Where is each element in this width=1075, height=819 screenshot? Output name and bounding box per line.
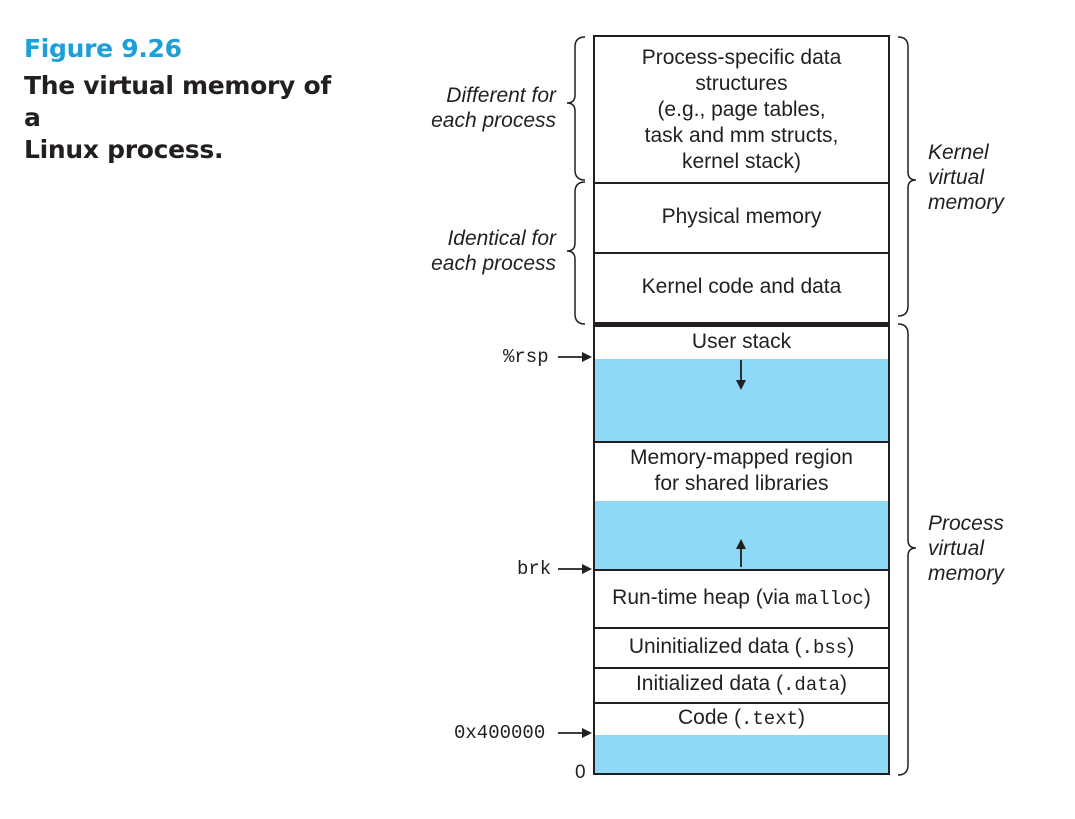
segment-data: Initialized data (.data) bbox=[595, 667, 888, 704]
right-brace-process bbox=[897, 323, 917, 776]
label-identical-for-each-process: Identical for each process bbox=[431, 227, 556, 275]
heap-label-text: Run-time heap (via bbox=[612, 585, 796, 609]
address-zero-label: 0 bbox=[575, 762, 586, 783]
brk-arrowhead bbox=[582, 564, 592, 574]
heap-label-code: malloc bbox=[795, 587, 864, 610]
segment-kernel-code: Kernel code and data bbox=[595, 252, 888, 327]
right-brace-kernel bbox=[897, 36, 917, 317]
segment-data-label: Initialized data (.data) bbox=[636, 671, 847, 698]
bss-label-close: ) bbox=[847, 634, 855, 658]
segment-user-stack-label: User stack bbox=[691, 330, 792, 353]
rsp-arrowhead bbox=[582, 352, 592, 362]
bss-label-code: .bss bbox=[801, 636, 848, 659]
segment-bss: Uninitialized data (.bss) bbox=[595, 627, 888, 669]
label-different-for-each-process: Different for each process bbox=[431, 84, 556, 132]
segment-physical-memory: Physical memory bbox=[595, 182, 888, 254]
segment-physical-memory-label: Physical memory bbox=[661, 205, 822, 228]
segment-process-specific-label: Process-specific data structures (e.g., … bbox=[641, 45, 842, 173]
text-start-arrowhead bbox=[582, 728, 592, 738]
segment-process-specific: Process-specific data structures (e.g., … bbox=[595, 37, 888, 184]
figure-caption: The virtual memory of a Linux process. bbox=[24, 71, 331, 164]
code-label-close: ) bbox=[798, 706, 806, 729]
heap-growth-arrowhead bbox=[736, 539, 746, 549]
data-label-code: .data bbox=[783, 674, 841, 696]
data-label-close: ) bbox=[840, 672, 848, 695]
segment-mmap-region-label: Memory-mapped region for shared librarie… bbox=[630, 446, 853, 495]
label-kernel-virtual-memory: Kernel virtual memory bbox=[928, 141, 1004, 214]
memory-layout-stack: Process-specific data structures (e.g., … bbox=[593, 35, 890, 775]
left-brace-identical bbox=[566, 181, 586, 325]
pointer-label-brk: brk bbox=[517, 558, 552, 580]
unused-region-low bbox=[595, 735, 888, 773]
heap-label-close: ) bbox=[863, 585, 871, 609]
left-brace-different bbox=[566, 36, 586, 181]
pointer-label-text-start: 0x400000 bbox=[454, 722, 546, 744]
bss-label-text: Uninitialized data ( bbox=[628, 634, 802, 658]
code-label-code: .text bbox=[741, 708, 799, 730]
code-label-text: Code ( bbox=[677, 706, 741, 729]
segment-code-label: Code (.text) bbox=[678, 705, 805, 732]
label-process-virtual-memory: Process virtual memory bbox=[928, 512, 1004, 585]
pointer-label-rsp: %rsp bbox=[503, 346, 549, 368]
segment-heap: Run-time heap (via malloc) bbox=[595, 569, 888, 629]
figure-number: Figure 9.26 bbox=[24, 34, 182, 63]
segment-kernel-code-label: Kernel code and data bbox=[641, 275, 842, 298]
stack-growth-arrowhead bbox=[736, 380, 746, 390]
data-label-text: Initialized data ( bbox=[635, 672, 784, 695]
segment-heap-label: Run-time heap (via malloc) bbox=[612, 585, 871, 612]
segment-bss-label: Uninitialized data (.bss) bbox=[629, 634, 854, 661]
